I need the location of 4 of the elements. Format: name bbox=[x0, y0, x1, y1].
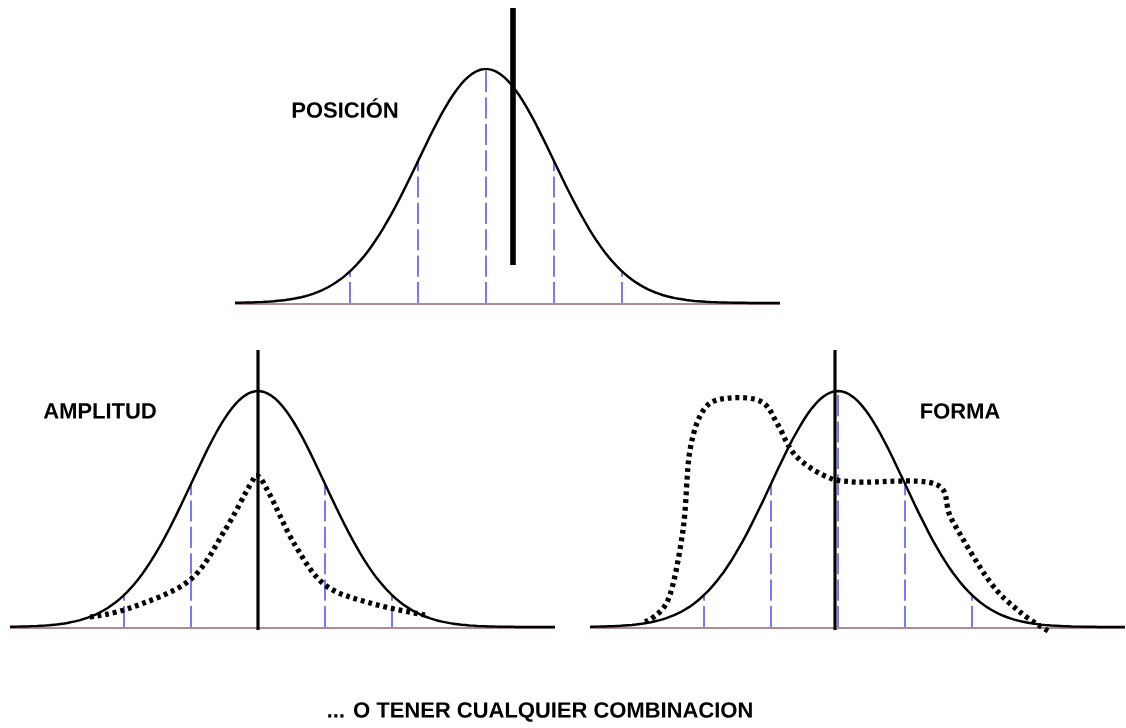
panel-label: POSICIÓN bbox=[292, 98, 398, 118]
caption-text: ... O TENER CUALQUIER COMBINACION bbox=[328, 702, 752, 722]
panel-label: AMPLITUD bbox=[43, 403, 156, 419]
panel-label: FORMA bbox=[921, 403, 1000, 419]
